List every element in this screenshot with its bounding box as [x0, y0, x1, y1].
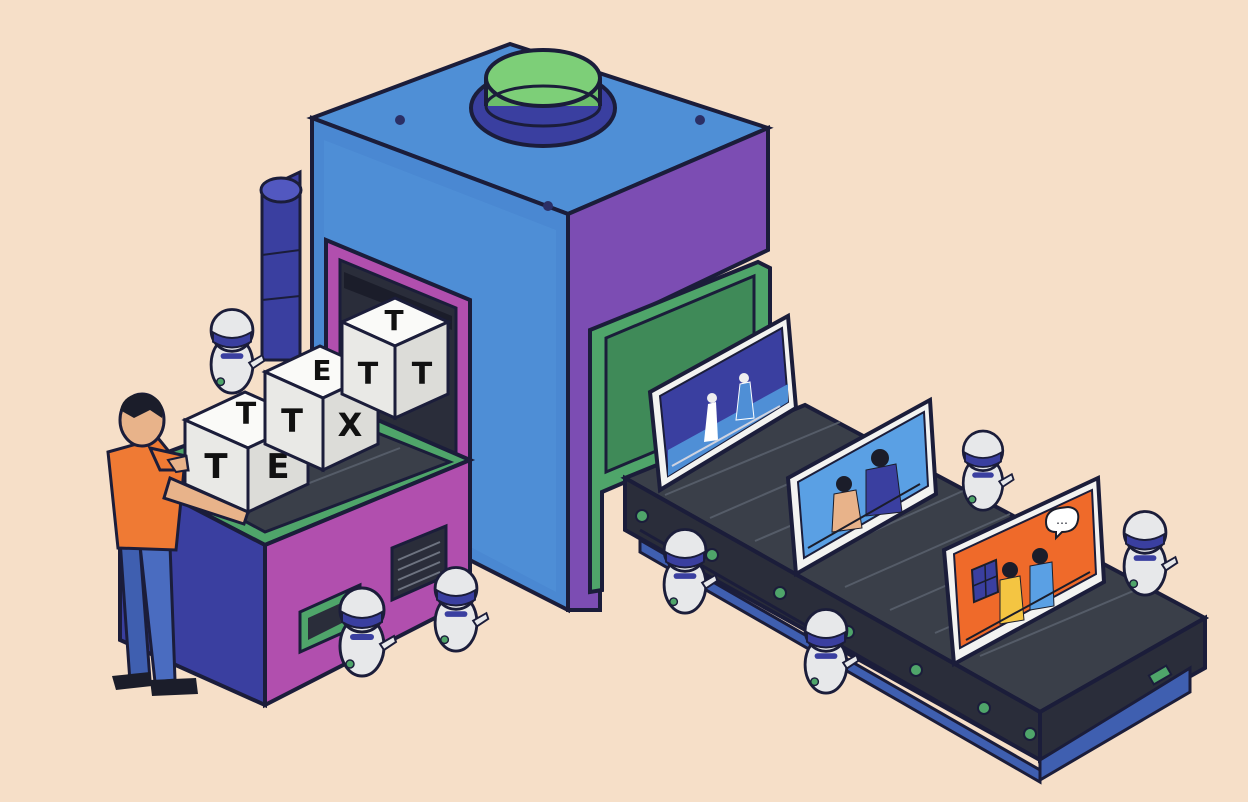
text-cubes: T T E E T X T T T	[181, 296, 452, 515]
cube-letter-right: T	[412, 357, 433, 392]
cube-letter-top: T	[236, 397, 257, 432]
round-button-icon	[469, 48, 617, 148]
cube-letter-left: T	[204, 447, 228, 487]
robot-icon	[1122, 510, 1179, 597]
robot-icon	[433, 566, 490, 653]
cube-letter-left: T	[358, 357, 379, 392]
cube-letter-left: T	[281, 402, 303, 440]
video-screen-couple: …	[941, 474, 1107, 668]
video-screens: …	[647, 312, 1107, 668]
cube-letter-right: X	[338, 406, 363, 444]
speech-bubble-text: …	[1056, 513, 1068, 527]
robot-icon	[961, 429, 1015, 512]
robot-icon	[209, 308, 266, 395]
cube-letter-top: T	[384, 304, 403, 337]
back-cylinder	[259, 169, 303, 362]
cube-letter-top: E	[312, 354, 331, 387]
text-cube: T T T	[338, 296, 452, 421]
cube-letter-right: E	[266, 447, 289, 487]
output-conveyor	[620, 402, 1210, 785]
person-icon	[106, 392, 250, 696]
video-screen-embrace	[785, 396, 939, 578]
video-screen-stage	[647, 312, 799, 494]
